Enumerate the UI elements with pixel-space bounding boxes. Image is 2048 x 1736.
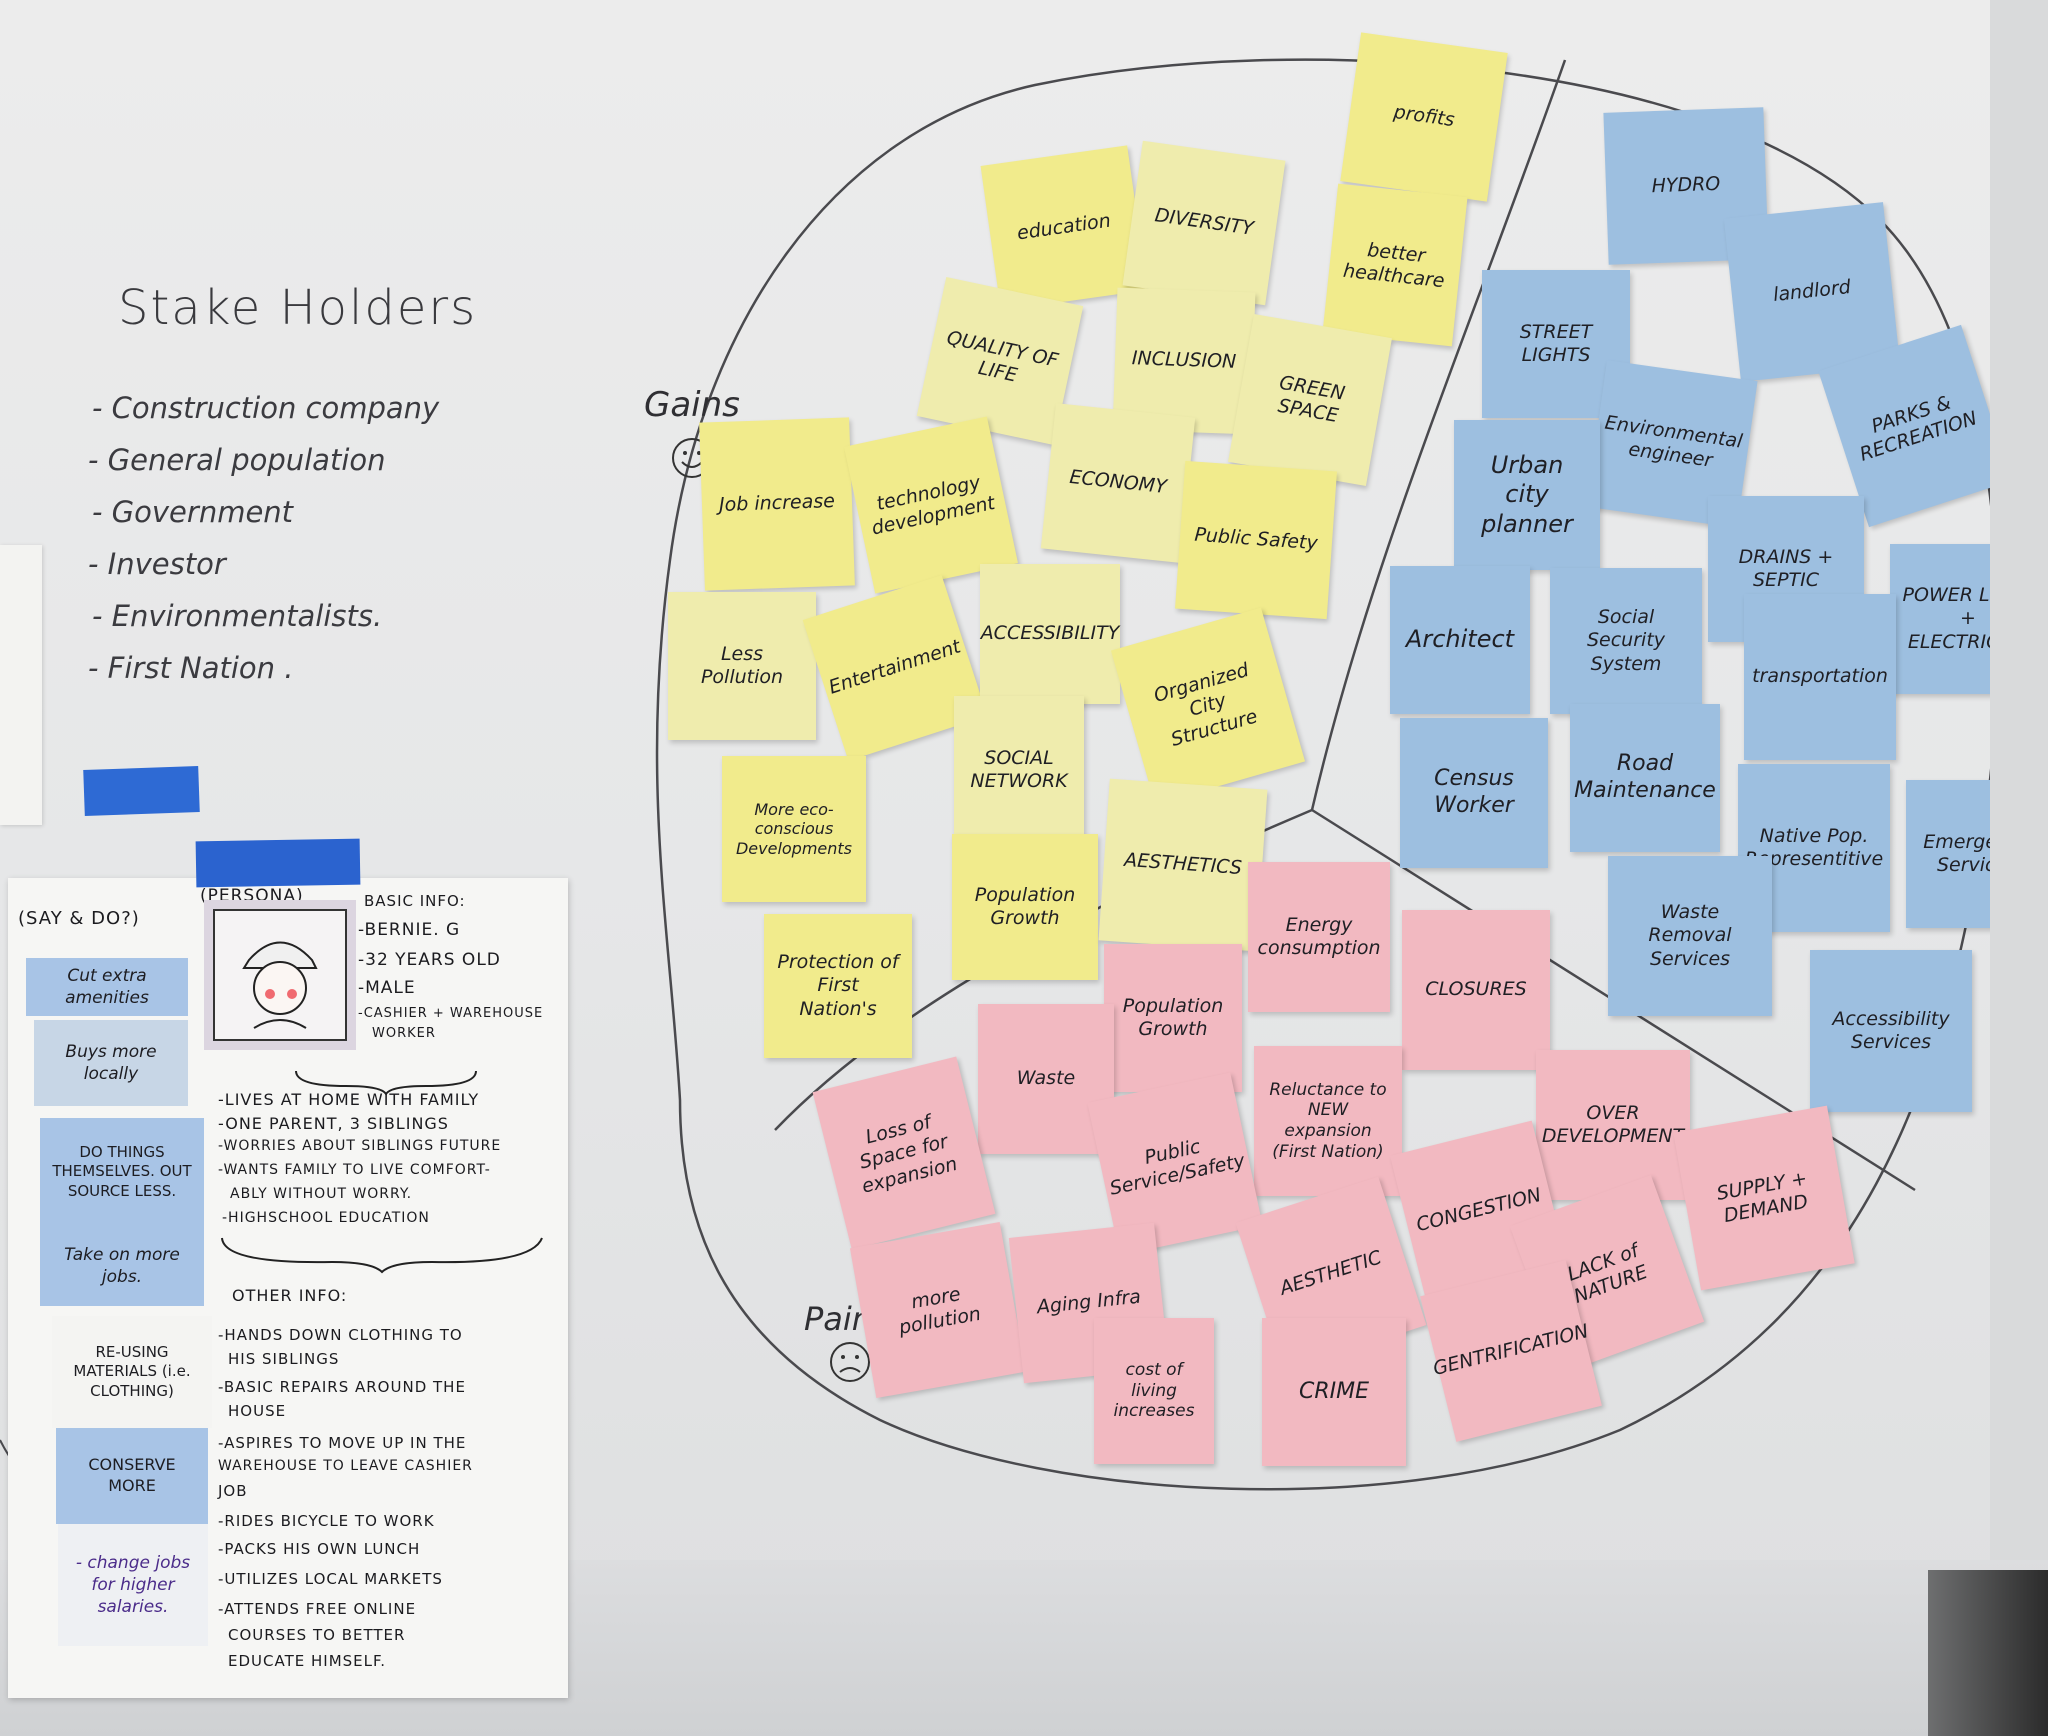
sticky-note-pain: Energy consumption xyxy=(1248,862,1390,1012)
divider-top xyxy=(1310,59,1567,811)
other-info-label: OTHER INFO: xyxy=(232,1286,348,1305)
list-item: - Investor xyxy=(88,547,226,581)
sticky-note-pain: SUPPLY + DEMAND xyxy=(1673,1105,1855,1291)
persona-line: -WANTS FAMILY TO LIVE COMFORT- xyxy=(218,1162,491,1178)
sticky-note-stakeholder: Emergency Services xyxy=(1906,780,1990,928)
list-item: - Government xyxy=(92,495,294,529)
persona-line: -RIDES BICYCLE TO WORK xyxy=(218,1512,435,1530)
persona-line: HOUSE xyxy=(228,1402,287,1420)
sticky-note-stakeholder: Road Maintenance xyxy=(1570,704,1720,852)
say-do-note: Take on more jobs. xyxy=(40,1226,204,1306)
stakeholders-list: - Construction company - General populat… xyxy=(88,382,439,694)
say-do-note: - change jobs for higher salaries. xyxy=(58,1524,208,1646)
persona-line: EDUCATE HIMSELF. xyxy=(228,1652,386,1670)
sticky-note-pain: CLOSURES xyxy=(1402,910,1550,1070)
sticky-note-stakeholder: transportation xyxy=(1744,594,1896,760)
basic-info-line: -CASHIER + WAREHOUSE xyxy=(358,1006,544,1021)
paper-fragment xyxy=(0,545,42,825)
background-corner xyxy=(1928,1570,2048,1736)
list-item: - General population xyxy=(88,443,386,477)
sticky-note-pain: CRIME xyxy=(1262,1318,1406,1466)
say-do-note: Cut extra amenities xyxy=(26,958,188,1016)
sticky-note-stakeholder: Waste Removal Services xyxy=(1608,856,1772,1016)
say-do-note: Buys more locally xyxy=(34,1020,188,1106)
persona-avatar-frame xyxy=(204,900,356,1050)
persona-line: -PACKS HIS OWN LUNCH xyxy=(218,1540,421,1558)
sticky-note-stakeholder: Accessibility Services xyxy=(1810,950,1972,1112)
say-do-label: (SAY & DO?) xyxy=(18,908,140,929)
gains-label: Gains xyxy=(644,385,740,425)
sticky-note-pain: more pollution xyxy=(849,1221,1027,1399)
sticky-note-stakeholder: POWER LINES + ELECTRICITY xyxy=(1890,544,1990,694)
persona-line: -BASIC REPAIRS AROUND THE xyxy=(218,1378,466,1396)
basic-info-line: -32 YEARS OLD xyxy=(358,950,501,970)
brace-decoration xyxy=(221,1237,543,1274)
sticky-note-gain: DIVERSITY xyxy=(1122,140,1286,306)
sticky-note-gain: SOCIAL NETWORK xyxy=(954,696,1084,844)
sticky-note-pain: Waste xyxy=(978,1004,1114,1154)
sticky-note-gain: profits xyxy=(1340,32,1508,202)
sticky-note-stakeholder: Census Worker xyxy=(1400,718,1548,868)
say-do-note: DO THINGS THEMSELVES. OUT SOURCE LESS. xyxy=(40,1118,204,1226)
persona-line: ABLY WITHOUT WORRY. xyxy=(230,1186,413,1202)
basic-info-line: -BERNIE. G xyxy=(358,920,461,940)
sticky-note-gain: More eco-conscious Developments xyxy=(722,756,866,902)
sticky-note-gain: Population Growth xyxy=(952,834,1098,980)
sticky-note-gain: better healthcare xyxy=(1322,183,1468,347)
stakeholders-title: Stake Holders xyxy=(118,280,478,336)
sticky-note-gain: Protection of First Nation's xyxy=(764,914,912,1058)
sticky-note-gain: AESTHETICS xyxy=(1098,778,1268,952)
say-do-note: CONSERVE MORE xyxy=(56,1428,208,1524)
sticky-note-gain: ECONOMY xyxy=(1040,403,1196,563)
list-item: - First Nation . xyxy=(88,651,294,685)
persona-line: -HIGHSCHOOL EDUCATION xyxy=(222,1210,430,1226)
persona-line: -UTILIZES LOCAL MARKETS xyxy=(218,1570,443,1588)
basic-info-line: -MALE xyxy=(358,978,416,998)
sticky-note-gain: Less Pollution xyxy=(668,592,816,740)
sticky-note-stakeholder: Social Security System xyxy=(1550,568,1702,714)
persona-line: HIS SIBLINGS xyxy=(228,1350,340,1368)
sticky-note-stakeholder: Urban city planner xyxy=(1454,420,1600,570)
sticky-note-stakeholder: Architect xyxy=(1390,566,1530,714)
sticky-note-pain: cost of living increases xyxy=(1094,1318,1214,1464)
sticky-note-gain: education xyxy=(980,145,1148,311)
list-item: - Environmentalists. xyxy=(92,599,383,633)
sticky-note-gain: Public Safety xyxy=(1175,460,1337,620)
persona-line: COURSES TO BETTER xyxy=(228,1626,406,1644)
persona-line: -ATTENDS FREE ONLINE xyxy=(218,1600,417,1618)
blue-tape xyxy=(83,766,200,816)
sticky-note-gain: Job increase xyxy=(699,417,855,591)
blue-tape xyxy=(195,838,361,888)
persona-line: -ONE PARENT, 3 SIBLINGS xyxy=(218,1114,449,1133)
persona-line: -WORRIES ABOUT SIBLINGS FUTURE xyxy=(218,1138,502,1154)
persona-line: -LIVES AT HOME WITH FAMILY xyxy=(218,1090,480,1109)
persona-line: JOB xyxy=(218,1482,248,1500)
basic-info-line: WORKER xyxy=(372,1026,436,1041)
sticky-note-gain: GREEN SPACE xyxy=(1228,313,1392,487)
brace-decoration xyxy=(295,1070,477,1096)
sticky-note-pain: Reluctance to NEW expansion (First Natio… xyxy=(1254,1046,1402,1196)
sticky-note-gain: ACCESSIBILITY xyxy=(980,564,1120,704)
persona-line: WAREHOUSE TO LEAVE CASHIER xyxy=(218,1458,473,1474)
list-item: - Construction company xyxy=(92,391,440,425)
say-do-note: RE-USING MATERIALS (i.e. CLOTHING) xyxy=(52,1316,212,1428)
persona-line: -ASPIRES TO MOVE UP IN THE xyxy=(218,1434,467,1452)
sticky-note-pain: OVER DEVELOPMENT xyxy=(1536,1050,1690,1200)
persona-line: -HANDS DOWN CLOTHING TO xyxy=(218,1326,463,1344)
avatar xyxy=(213,909,347,1041)
basic-info-label: BASIC INFO: xyxy=(364,892,466,910)
sad-face-icon xyxy=(830,1342,870,1382)
sticky-note-pain: Population Growth xyxy=(1104,944,1242,1092)
